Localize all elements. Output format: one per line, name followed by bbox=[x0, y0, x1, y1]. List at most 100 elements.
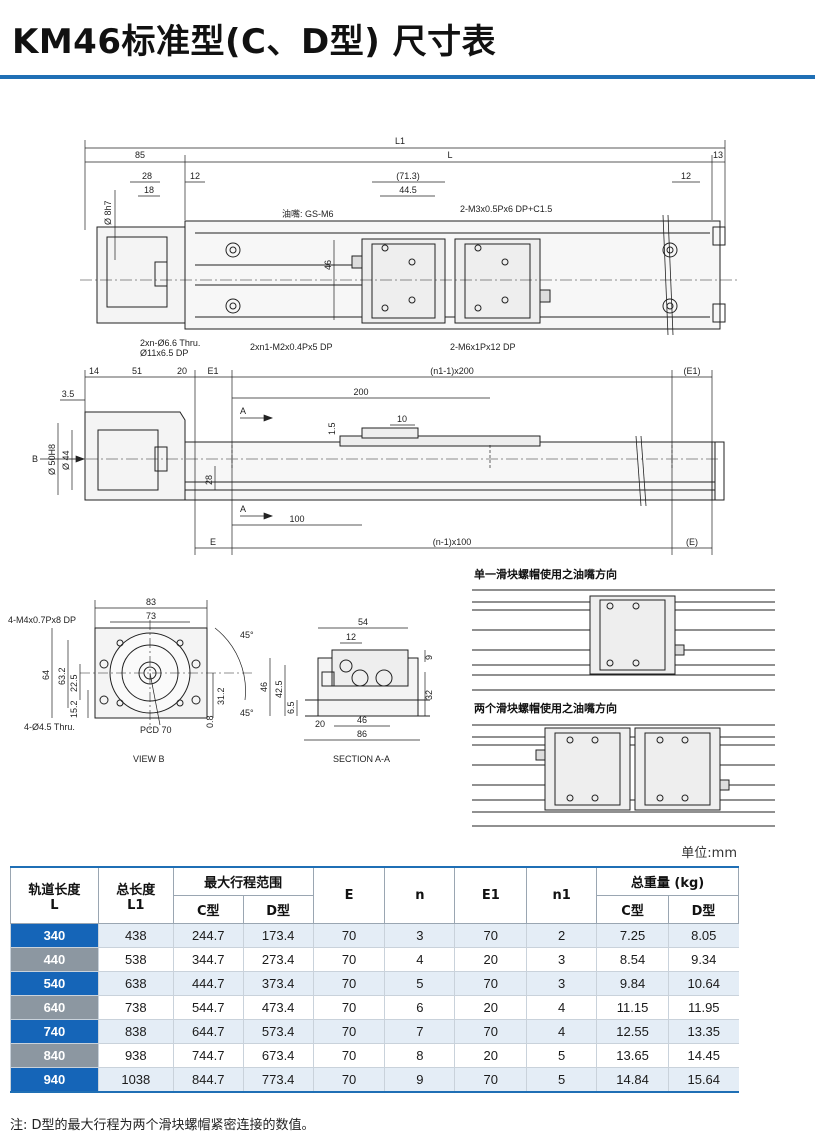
table-cell: 15.64 bbox=[668, 1067, 739, 1093]
table-cell: 70 bbox=[312, 995, 385, 1020]
header-max-stroke: 最大行程范围 bbox=[172, 866, 314, 896]
section-a-a bbox=[305, 649, 430, 717]
dim-45-bottom: 45° bbox=[240, 708, 254, 718]
table-cell: 3 bbox=[384, 923, 455, 948]
dim-46-sec: 46 bbox=[259, 682, 269, 692]
dim-n1x200: (n1-1)x200 bbox=[430, 366, 474, 376]
header-total-length-text: 总长度 bbox=[116, 882, 156, 898]
side-view bbox=[66, 411, 725, 507]
header-n: n bbox=[384, 866, 456, 924]
view-b bbox=[80, 620, 255, 730]
dim-6-5: 6.5 bbox=[286, 701, 296, 714]
table-cell: 8.05 bbox=[668, 923, 739, 948]
header-rail-symbol: L bbox=[50, 897, 59, 913]
table-cell: 744.7 bbox=[172, 1043, 244, 1068]
dim-44: Ø 44 bbox=[61, 450, 71, 470]
header-e1: E1 bbox=[454, 866, 528, 924]
dim-15-2: 15.2 bbox=[69, 700, 79, 718]
top-view bbox=[80, 214, 740, 336]
table-cell: 70 bbox=[312, 1019, 385, 1044]
dim-nx100: (n-1)x100 bbox=[433, 537, 472, 547]
dim-86: 86 bbox=[357, 729, 367, 739]
oil-double-diagram bbox=[472, 724, 775, 827]
table-cell: 20 bbox=[454, 1043, 527, 1068]
table-cell: 5 bbox=[526, 1043, 597, 1068]
table-cell: 844.7 bbox=[172, 1067, 244, 1093]
table-cell: 2 bbox=[526, 923, 597, 948]
table-cell: 544.7 bbox=[172, 995, 244, 1020]
table-cell-rail-length: 440 bbox=[10, 947, 99, 972]
dim-46b-sec: 46 bbox=[357, 715, 367, 725]
dimension-table: 轨道长度 L 总长度 L1 最大行程范围 E n E1 n1 总重量 (kg) … bbox=[10, 866, 739, 1093]
dim-32: 32 bbox=[424, 690, 434, 700]
table-cell: 70 bbox=[312, 923, 385, 948]
dim-9: 9 bbox=[424, 655, 434, 660]
table-cell: 14.84 bbox=[596, 1067, 669, 1093]
dim-18: 18 bbox=[144, 185, 154, 195]
section-arrow-a-bottom: A bbox=[240, 504, 246, 514]
dim-713: (71.3) bbox=[396, 171, 420, 181]
table-cell: 10.64 bbox=[668, 971, 739, 996]
callout-pcd: PCD 70 bbox=[140, 725, 172, 735]
header-total-symbol: L1 bbox=[127, 897, 145, 913]
table-cell: 20 bbox=[454, 995, 527, 1020]
table-cell: 8.54 bbox=[596, 947, 669, 972]
callout-counterbore: Ø11x6.5 DP bbox=[140, 348, 188, 358]
oil-single-caption: 单一滑块螺帽使用之油嘴方向 bbox=[474, 568, 617, 581]
table-cell: 70 bbox=[454, 971, 527, 996]
table-cell: 7.25 bbox=[596, 923, 669, 948]
oil-double-caption: 两个滑块螺帽使用之油嘴方向 bbox=[474, 702, 617, 715]
dim-e: E bbox=[210, 537, 216, 547]
table-cell: 7 bbox=[384, 1019, 455, 1044]
dim-22-5: 22.5 bbox=[69, 674, 79, 692]
table-cell: 11.95 bbox=[668, 995, 739, 1020]
label-section-a-a: SECTION A-A bbox=[333, 754, 390, 764]
dim-73: 73 bbox=[146, 611, 156, 621]
header-stroke-c: C型 bbox=[172, 895, 244, 924]
table-cell: 9.84 bbox=[596, 971, 669, 996]
table-cell: 8 bbox=[384, 1043, 455, 1068]
header-total-weight: 总重量 (kg) bbox=[596, 866, 739, 896]
title-rule bbox=[0, 75, 815, 79]
dim-45-top: 45° bbox=[240, 630, 254, 640]
dim-l1: L1 bbox=[395, 136, 405, 146]
table-cell: 573.4 bbox=[242, 1019, 314, 1044]
dim-12-sec: 12 bbox=[346, 632, 356, 642]
dim-20: 20 bbox=[177, 366, 187, 376]
table-cell: 244.7 bbox=[172, 923, 244, 948]
table-cell: 70 bbox=[454, 1067, 527, 1093]
table-cell: 344.7 bbox=[172, 947, 244, 972]
table-cell: 438 bbox=[97, 923, 174, 948]
table-cell: 444.7 bbox=[172, 971, 244, 996]
table-cell: 70 bbox=[312, 947, 385, 972]
label-view-b: VIEW B bbox=[133, 754, 165, 764]
table-cell: 938 bbox=[97, 1043, 174, 1068]
table-cell: 1038 bbox=[97, 1067, 174, 1093]
table-cell: 70 bbox=[312, 1043, 385, 1068]
table-cell: 6 bbox=[384, 995, 455, 1020]
dim-100: 100 bbox=[289, 514, 304, 524]
dim-1-5: 1.5 bbox=[327, 422, 337, 435]
dim-e-right: (E) bbox=[686, 537, 698, 547]
callout-m4: 4-M4x0.7Px8 DP bbox=[8, 615, 76, 625]
table-cell: 11.15 bbox=[596, 995, 669, 1020]
header-e: E bbox=[312, 866, 386, 924]
dim-10: 10 bbox=[397, 414, 407, 424]
dim-445: 44.5 bbox=[399, 185, 417, 195]
table-cell: 3 bbox=[526, 947, 597, 972]
table-cell: 3 bbox=[526, 971, 597, 996]
callout-thru: 2xn-Ø6.6 Thru. bbox=[140, 338, 200, 348]
table-cell: 5 bbox=[384, 971, 455, 996]
header-weight-d: D型 bbox=[668, 895, 739, 924]
dim-28: 28 bbox=[142, 171, 152, 181]
table-cell: 644.7 bbox=[172, 1019, 244, 1044]
oil-single-diagram bbox=[472, 589, 775, 691]
table-cell-rail-length: 640 bbox=[10, 995, 99, 1020]
header-rail-length: 轨道长度 L bbox=[10, 866, 99, 924]
table-cell: 70 bbox=[454, 1019, 527, 1044]
table-cell: 773.4 bbox=[242, 1067, 314, 1093]
